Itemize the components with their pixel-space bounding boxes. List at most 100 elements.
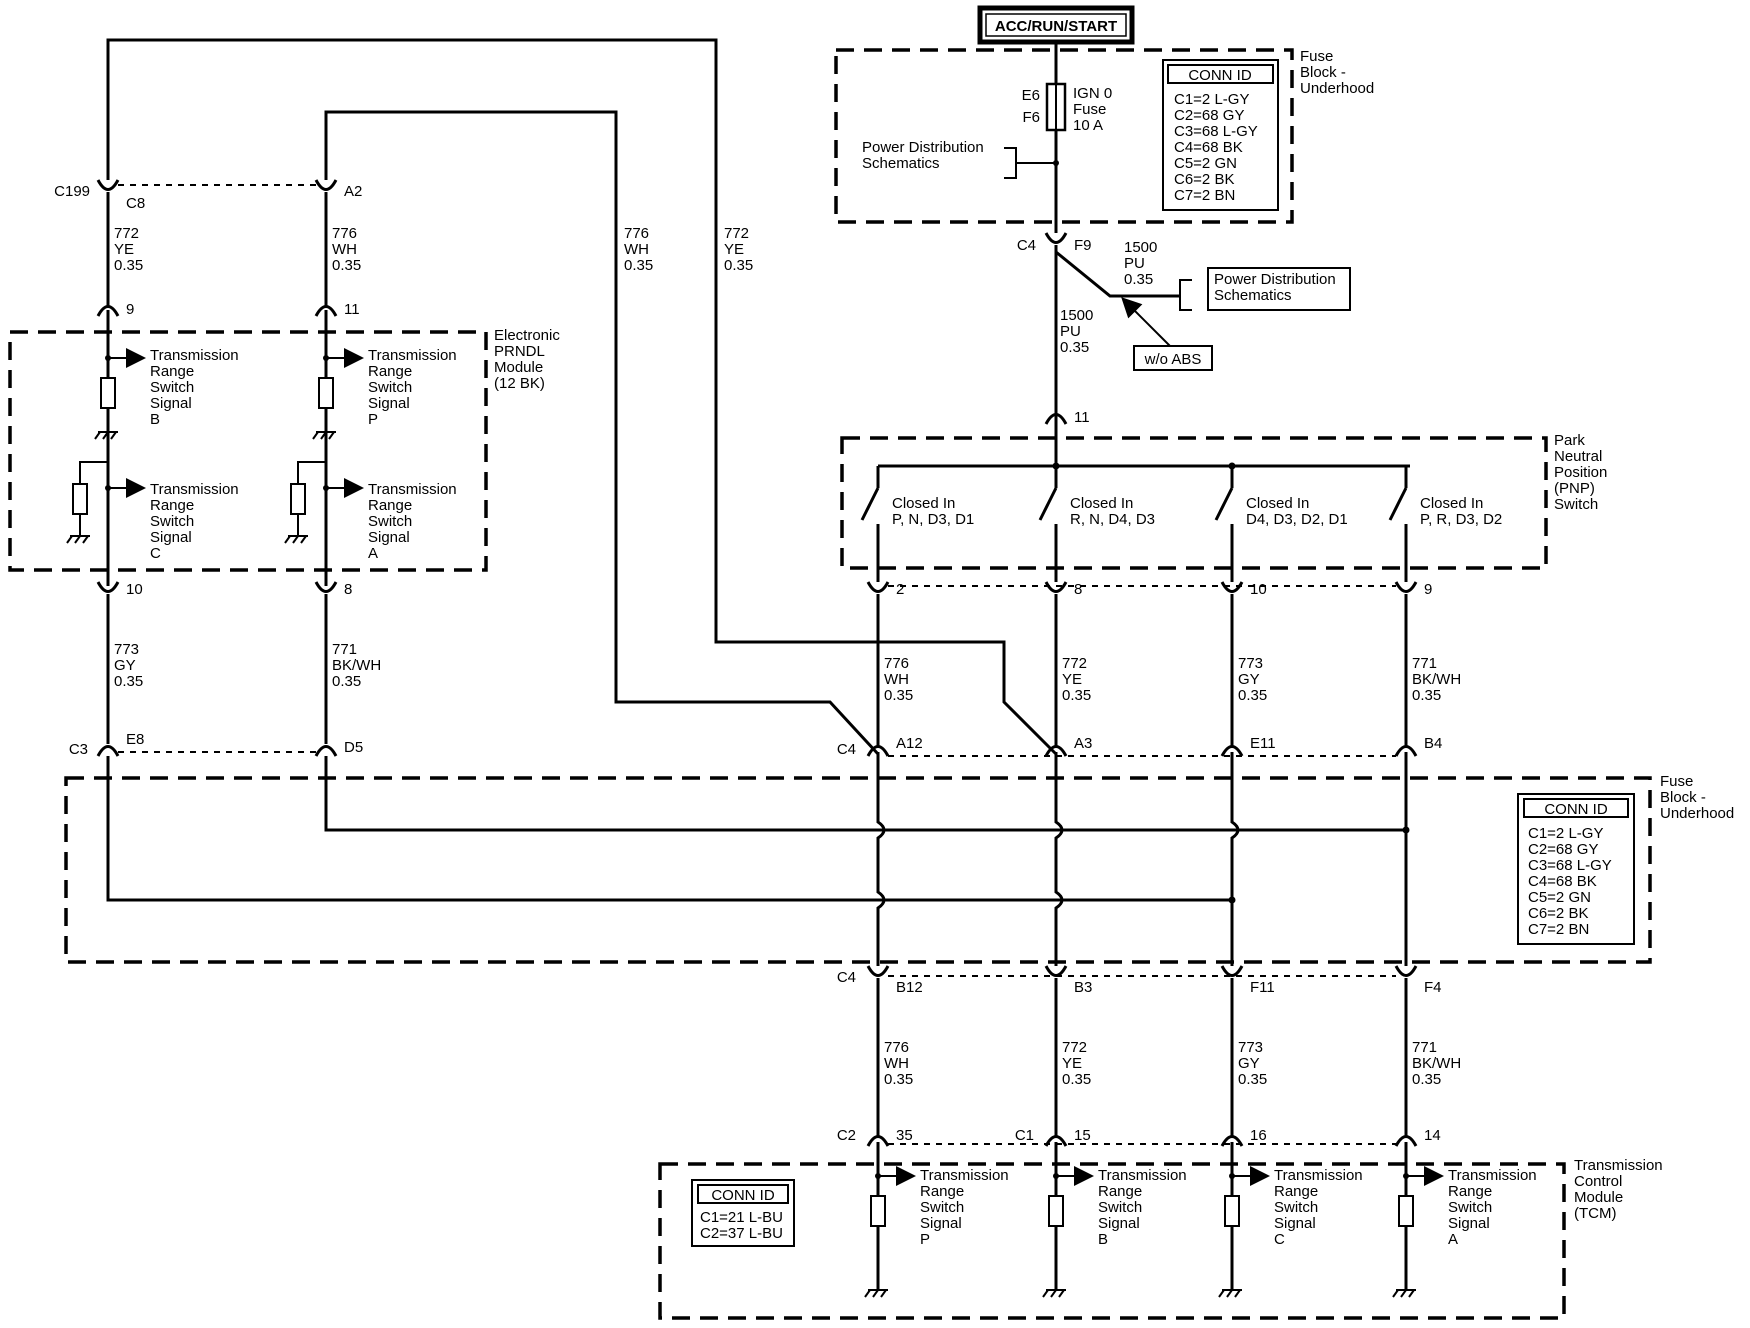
- c4-upper-pin: B4: [1424, 735, 1442, 752]
- svg-text:Range: Range: [368, 363, 412, 380]
- svg-text:C3: C3: [69, 741, 88, 758]
- svg-text:Range: Range: [150, 497, 194, 514]
- svg-text:Underhood: Underhood: [1660, 805, 1734, 822]
- connector-c4-f9: C4 F9: [1017, 232, 1092, 254]
- svg-text:C1=2 L-GY: C1=2 L-GY: [1528, 825, 1603, 842]
- connector-c199: C199 C8 A2: [54, 179, 362, 212]
- main-columns: 2776WH0.35A12B12776WH0.35358772YE0.35A3B…: [837, 581, 1461, 1147]
- svg-text:Module: Module: [1574, 1189, 1623, 1206]
- lower-wire-color: YE: [1062, 1055, 1082, 1072]
- upper-wire-size: 0.35: [1238, 687, 1267, 704]
- svg-text:C4: C4: [1017, 237, 1036, 254]
- c4-lower-pin: F11: [1250, 979, 1275, 996]
- svg-text:w/o ABS: w/o ABS: [1144, 351, 1202, 368]
- c4-upper-conn-label: C4: [837, 741, 856, 758]
- svg-text:Schematics: Schematics: [1214, 287, 1292, 304]
- svg-text:C4=68 BK: C4=68 BK: [1528, 873, 1597, 890]
- svg-text:776: 776: [624, 225, 649, 242]
- tcm-signal-label: Transmission: [1274, 1167, 1363, 1184]
- svg-text:D5: D5: [344, 739, 363, 756]
- upper-wire-circuit: 773: [1238, 655, 1263, 672]
- svg-text:BK/WH: BK/WH: [332, 657, 381, 674]
- svg-text:Block -: Block -: [1300, 64, 1346, 81]
- c4-lower-pin: B12: [896, 979, 923, 996]
- prndl-signal-p: Transmission Range Switch Signal P: [312, 347, 457, 440]
- pnp-contact-1: Closed InP, N, D3, D1: [860, 466, 974, 582]
- fuse-block-mid-outline: [64, 776, 1652, 964]
- lower-wire-circuit: 772: [1062, 1039, 1087, 1056]
- svg-text:WH: WH: [624, 241, 649, 258]
- svg-text:C4=68 BK: C4=68 BK: [1174, 139, 1243, 156]
- power-source-box: ACC/RUN/START: [977, 5, 1135, 45]
- svg-text:Transmission: Transmission: [150, 347, 239, 364]
- tcm-outline: [658, 1162, 1566, 1320]
- pnp-contact-positions: P, N, D3, D1: [892, 511, 974, 528]
- pnp-out-pin: 8: [1074, 581, 1082, 598]
- svg-text:0.35: 0.35: [332, 257, 361, 274]
- fuse-block-top-outline: [834, 48, 1294, 224]
- tcm-title: Transmission Control Module (TCM): [1574, 1157, 1663, 1222]
- svg-text:Switch: Switch: [1554, 496, 1598, 513]
- power-distribution-ref-2[interactable]: Power Distribution Schematics: [1179, 267, 1351, 311]
- wo-abs-label: w/o ABS: [1121, 297, 1213, 371]
- svg-text:C1=2 L-GY: C1=2 L-GY: [1174, 91, 1249, 108]
- svg-text:Signal: Signal: [368, 395, 410, 412]
- svg-text:C2=68 GY: C2=68 GY: [1528, 841, 1598, 858]
- svg-text:Switch: Switch: [150, 379, 194, 396]
- c4-upper-pin: E11: [1250, 735, 1276, 752]
- tcm-signal-label: Signal: [1098, 1215, 1140, 1232]
- pnp-switch-title: Park Neutral Position (PNP) Switch: [1554, 432, 1607, 513]
- tcm-signal-label: B: [1098, 1231, 1108, 1248]
- pnp-contact-label: Closed In: [1070, 495, 1133, 512]
- upper-wire-size: 0.35: [1412, 687, 1441, 704]
- svg-text:771: 771: [332, 641, 357, 658]
- svg-text:PU: PU: [1060, 323, 1081, 340]
- svg-text:Neutral: Neutral: [1554, 448, 1602, 465]
- power-distribution-ref-1[interactable]: Power Distribution Schematics: [862, 139, 1059, 179]
- svg-text:C3=68 L-GY: C3=68 L-GY: [1528, 857, 1612, 874]
- svg-text:772: 772: [724, 225, 749, 242]
- prndl-module-title: Electronic PRNDL Module (12 BK): [494, 327, 560, 392]
- lower-wire-size: 0.35: [1238, 1071, 1267, 1088]
- pnp-contact-positions: R, N, D4, D3: [1070, 511, 1155, 528]
- tcm-signal-label: Range: [1274, 1183, 1318, 1200]
- svg-text:C7=2 BN: C7=2 BN: [1528, 921, 1589, 938]
- svg-text:8: 8: [344, 581, 352, 598]
- conn-id-table-tcm: CONN ID C1=21 L-BU C2=37 L-BU: [691, 1179, 795, 1247]
- fuse-block-mid-title: Fuse Block - Underhood: [1660, 773, 1734, 822]
- upper-wire-size: 0.35: [884, 687, 913, 704]
- tcm-pin: 14: [1424, 1127, 1441, 1144]
- prndl-signal-c: Transmission Range Switch Signal C: [66, 461, 239, 562]
- svg-text:Power Distribution: Power Distribution: [862, 139, 984, 156]
- svg-text:Module: Module: [494, 359, 543, 376]
- svg-text:A: A: [368, 545, 378, 562]
- svg-text:Control: Control: [1574, 1173, 1622, 1190]
- pnp-contact-positions: P, R, D3, D2: [1420, 511, 1502, 528]
- lower-wire-color: BK/WH: [1412, 1055, 1461, 1072]
- upper-wire-circuit: 772: [1062, 655, 1087, 672]
- svg-text:0.35: 0.35: [114, 673, 143, 690]
- svg-text:Transmission: Transmission: [150, 481, 239, 498]
- c4-upper-pin: A12: [896, 735, 923, 752]
- conn-id-table-top: CONN ID C1=2 L-GY C2=68 GY C3=68 L-GY C4…: [1162, 59, 1279, 211]
- svg-text:P: P: [368, 411, 378, 428]
- svg-text:Switch: Switch: [368, 379, 412, 396]
- upper-wire-circuit: 771: [1412, 655, 1437, 672]
- svg-text:C1=21 L-BU: C1=21 L-BU: [700, 1209, 783, 1226]
- fuse: E6 F6 IGN 0 Fuse 10 A: [1022, 82, 1112, 134]
- svg-text:Switch: Switch: [150, 513, 194, 530]
- cross-wire-label-772: 772 YE 0.35: [724, 225, 753, 274]
- tcm-signal-label: P: [920, 1231, 930, 1248]
- svg-text:9: 9: [126, 301, 134, 318]
- svg-text:C: C: [150, 545, 161, 562]
- pnp-contact-label: Closed In: [1420, 495, 1483, 512]
- svg-text:Range: Range: [368, 497, 412, 514]
- svg-text:Electronic: Electronic: [494, 327, 560, 344]
- svg-text:CONN ID: CONN ID: [711, 1187, 775, 1204]
- svg-text:C3=68 L-GY: C3=68 L-GY: [1174, 123, 1258, 140]
- tcm-pin: 16: [1250, 1127, 1267, 1144]
